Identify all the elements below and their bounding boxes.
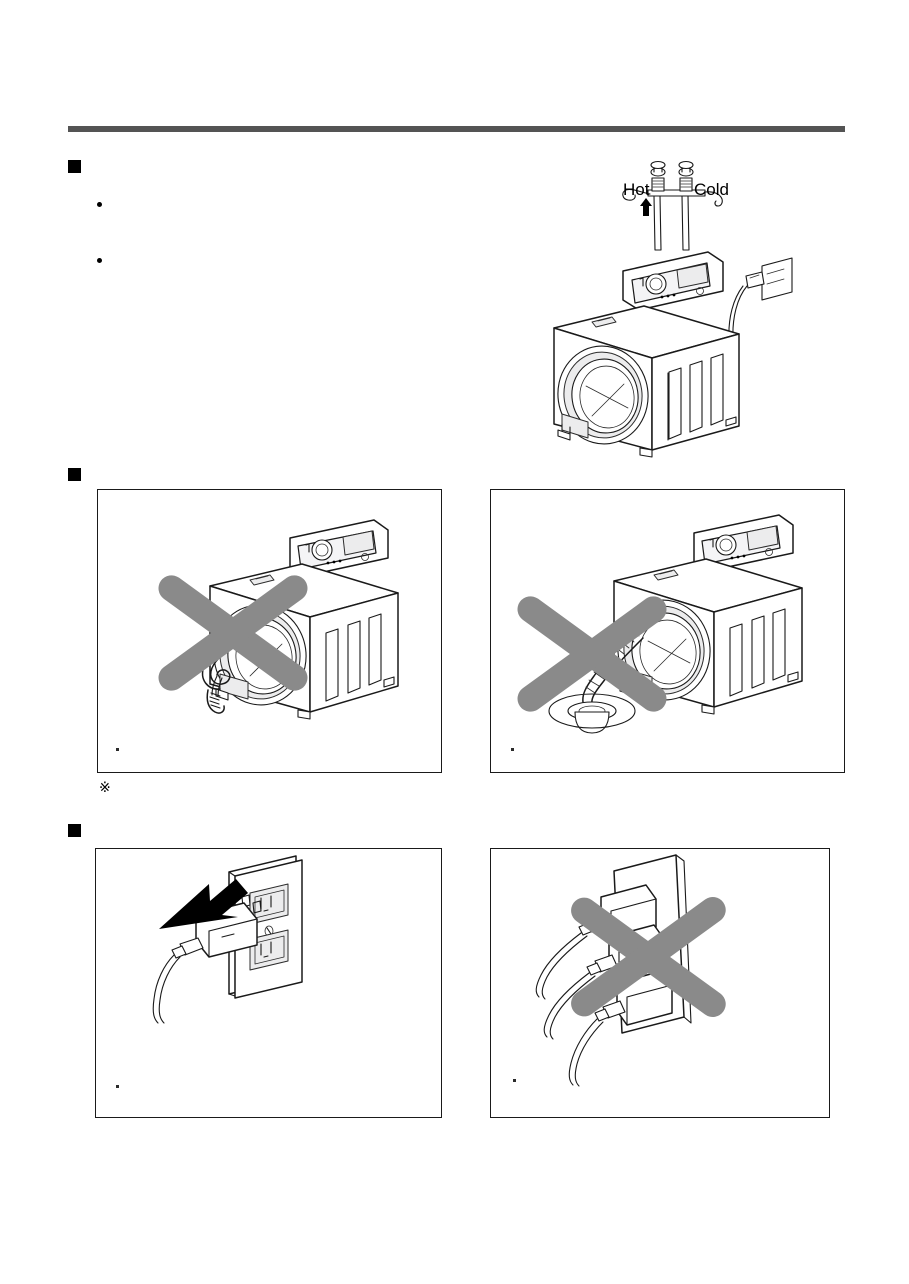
drain-hose-corrugated-icon (548, 628, 644, 734)
bullet-point-1-1 (97, 202, 102, 207)
section-marker-2 (68, 468, 81, 481)
panel-caption-marker-3a (116, 1085, 119, 1088)
figure-drain-hose-floor-drain (517, 514, 803, 734)
faucet-assembly-icon (622, 160, 723, 251)
panel-drain-hose-floor-drain-prohibited (490, 489, 845, 773)
wall-outlet-plate-icon (228, 855, 303, 999)
label-hot: Hot (623, 180, 650, 199)
label-cold: Cold (694, 180, 729, 199)
panel-caption-marker-2a (116, 748, 119, 751)
panel-drain-hose-kinked-prohibited (97, 489, 442, 773)
prohibition-x-icon (158, 575, 308, 691)
reference-mark-icon: ※ (99, 780, 111, 796)
panel-multiple-plugs-prohibited (490, 848, 830, 1118)
figure-drain-hose-kinked (158, 519, 399, 720)
wall-outlet-icon (745, 257, 793, 301)
panel-plug-into-outlet-correct (95, 848, 442, 1118)
section-marker-1 (68, 160, 81, 173)
page-divider-rule (68, 126, 845, 132)
figure-washer-water-supply-and-power-connection (540, 158, 810, 458)
figure-plug-into-outlet (152, 855, 303, 1024)
hot-indicator-arrow-icon (640, 198, 652, 216)
prohibition-x-icon (571, 896, 726, 1018)
prohibition-x-icon (517, 596, 667, 712)
panel-caption-marker-2b (511, 748, 514, 751)
insert-arrow-icon (159, 879, 248, 929)
washing-machine-illustration (553, 251, 740, 458)
figure-multiple-plugs-one-outlet (535, 854, 726, 1087)
section-marker-3 (68, 824, 81, 837)
bullet-point-1-2 (97, 258, 102, 263)
panel-caption-marker-3b (513, 1079, 516, 1082)
